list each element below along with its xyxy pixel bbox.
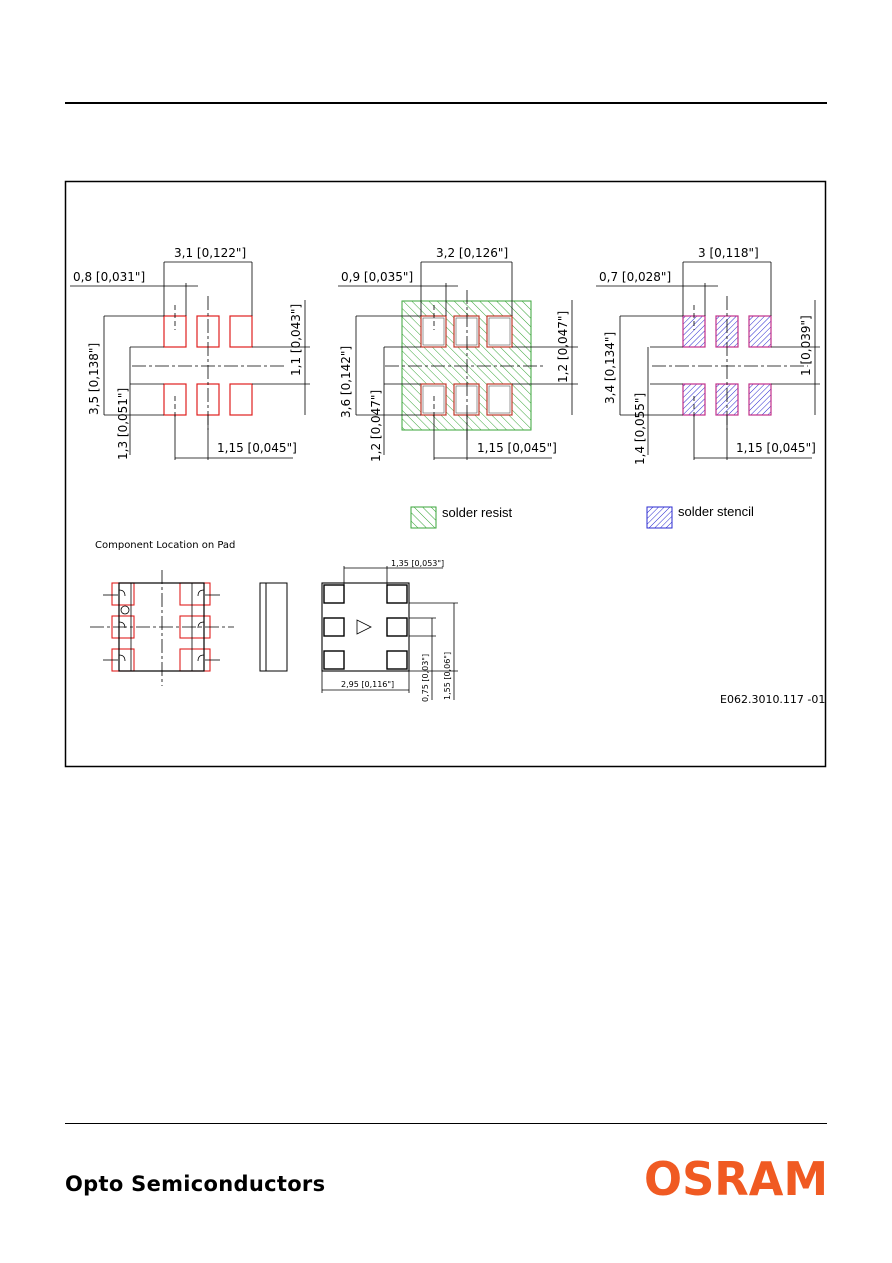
package-dim-width: 2,95 [0,116"] bbox=[341, 680, 394, 689]
fig3-dim-height: 3,4 [0,134"] bbox=[603, 332, 617, 404]
legend-solder-resist: solder resist bbox=[410, 505, 512, 529]
drawing-frame bbox=[64, 180, 827, 768]
fig1-dim-pad-width: 0,8 [0,031"] bbox=[73, 270, 145, 284]
package-dim-top: 1,35 [0,053"] bbox=[391, 559, 444, 568]
footer-company: Opto Semiconductors bbox=[65, 1172, 326, 1196]
component-on-pad bbox=[90, 570, 234, 686]
fig1-dim-total-width: 3,1 [0,122"] bbox=[174, 246, 246, 260]
fig2-dim-pad-width: 0,9 [0,035"] bbox=[341, 270, 413, 284]
package-bottom-view bbox=[321, 566, 458, 700]
fig3-dim-pitch: 1,15 [0,045"] bbox=[736, 441, 816, 455]
fig2-dim-pad-height: 1,2 [0,047"] bbox=[369, 390, 383, 462]
package-dim-height: 1,55 [0,06"] bbox=[443, 652, 452, 700]
fig1-dim-pitch: 1,15 [0,045"] bbox=[217, 441, 297, 455]
fig2-dim-pitch: 1,15 [0,045"] bbox=[477, 441, 557, 455]
solder-resist-swatch bbox=[410, 506, 437, 529]
legend-solder-resist-label: solder resist bbox=[442, 505, 512, 520]
osram-logo: OSRAM bbox=[644, 1152, 828, 1201]
fig2-dim-total-width: 3,2 [0,126"] bbox=[436, 246, 508, 260]
footprint-fig1 bbox=[70, 261, 310, 460]
legend-solder-stencil: solder stencil bbox=[646, 504, 754, 529]
footer-rule bbox=[65, 1123, 827, 1124]
footprint-fig2 bbox=[338, 261, 578, 460]
fig1-dim-height: 3,5 [0,138"] bbox=[87, 343, 101, 415]
component-location-title: Component Location on Pad bbox=[95, 540, 235, 551]
fig2-dim-gap: 1,2 [0,047"] bbox=[556, 311, 570, 383]
fig1-dim-pad-height: 1,3 [0,051"] bbox=[116, 388, 130, 460]
solder-stencil-swatch bbox=[646, 506, 673, 529]
legend-solder-stencil-label: solder stencil bbox=[678, 504, 754, 519]
fig3-dim-pad-height: 1,4 [0,055"] bbox=[633, 393, 647, 465]
fig2-dim-height: 3,6 [0,142"] bbox=[339, 346, 353, 418]
fig1-dim-gap: 1,1 [0,043"] bbox=[289, 304, 303, 376]
osram-logo-text: OSRAM bbox=[644, 1152, 828, 1201]
drawing-number: E062.3010.117 -01 bbox=[720, 693, 825, 706]
fig3-dim-pad-width: 0,7 [0,028"] bbox=[599, 270, 671, 284]
footprint-fig3 bbox=[596, 261, 820, 460]
package-dim-pad: 0,75 [0,03"] bbox=[421, 654, 430, 702]
header-rule bbox=[65, 102, 827, 104]
fig3-dim-total-width: 3 [0,118"] bbox=[698, 246, 759, 260]
package-side-view bbox=[259, 582, 288, 672]
fig3-dim-gap: 1 [0,039"] bbox=[799, 315, 813, 376]
